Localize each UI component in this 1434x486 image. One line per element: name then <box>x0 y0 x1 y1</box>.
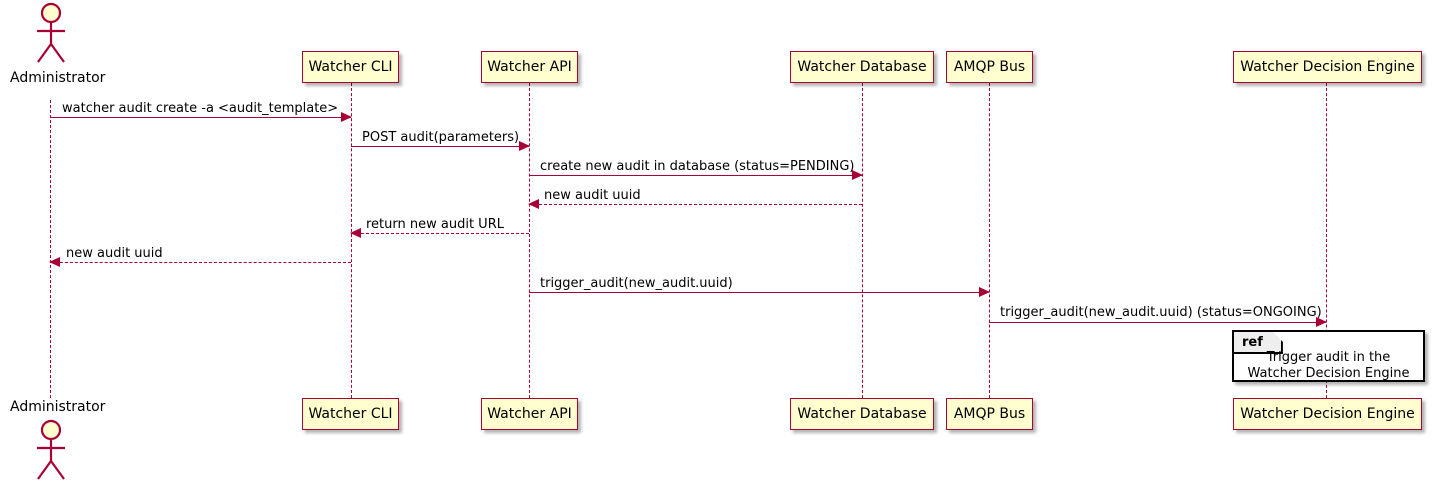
participant-amqp-bus-top[interactable]: AMQP Bus <box>946 51 1033 83</box>
message-label-trigger-audit-bus: trigger_audit(new_audit.uuid) <box>540 276 733 291</box>
participant-amqp-bus-bottom[interactable]: AMQP Bus <box>946 398 1033 430</box>
actor-label-administrator-bottom: Administrator <box>10 399 106 415</box>
arrowhead-right-icon <box>519 141 530 151</box>
ref-fragment-body: Trigger audit in the Watcher Decision En… <box>1234 349 1423 381</box>
message-line <box>50 262 351 263</box>
actor-administrator-top <box>28 2 74 64</box>
participant-label: Watcher CLI <box>308 406 393 422</box>
arrowhead-left-icon <box>350 228 361 238</box>
participant-decision-engine-bottom[interactable]: Watcher Decision Engine <box>1233 398 1422 430</box>
message-label-watcher-audit-create: watcher audit create -a <audit_template> <box>62 101 339 116</box>
arrowhead-right-icon <box>852 170 863 180</box>
arrowhead-left-icon <box>528 199 539 209</box>
participant-label: Watcher Database <box>797 59 927 75</box>
arrowhead-right-icon <box>1316 317 1327 327</box>
lifeline-amqp-bus <box>989 83 990 398</box>
participant-watcher-api-bottom[interactable]: Watcher API <box>481 398 578 430</box>
participant-label: AMQP Bus <box>953 59 1026 75</box>
stick-figure-icon <box>37 419 65 480</box>
participant-label: Watcher API <box>487 59 572 75</box>
message-line <box>529 175 862 176</box>
stick-figure-icon <box>37 2 65 63</box>
lifeline-administrator <box>50 100 51 398</box>
participant-label: AMQP Bus <box>953 406 1026 422</box>
lifeline-watcher-api <box>529 83 530 398</box>
participant-label: Watcher Decision Engine <box>1240 406 1415 422</box>
message-line <box>351 146 529 147</box>
lifeline-watcher-cli <box>351 83 352 398</box>
message-label-post-audit: POST audit(parameters) <box>362 130 520 145</box>
message-line <box>529 292 989 293</box>
arrowhead-left-icon <box>49 257 60 267</box>
ref-fragment[interactable]: ref Trigger audit in the Watcher Decisio… <box>1232 330 1425 382</box>
participant-decision-engine-top[interactable]: Watcher Decision Engine <box>1233 51 1422 83</box>
participant-label: Watcher API <box>487 406 572 422</box>
participant-watcher-cli-top[interactable]: Watcher CLI <box>302 51 399 83</box>
ref-fragment-tab: ref <box>1234 332 1283 354</box>
ref-fragment-tab-label: ref <box>1242 334 1263 350</box>
actor-administrator-bottom <box>28 419 74 481</box>
message-line <box>351 233 529 234</box>
arrowhead-right-icon <box>979 287 990 297</box>
ref-fragment-line-2: Watcher Decision Engine <box>1247 366 1410 381</box>
message-label-return-new-audit-url: return new audit URL <box>366 217 504 232</box>
arrowhead-right-icon <box>341 112 352 122</box>
message-line <box>529 204 862 205</box>
lifeline-decision-engine <box>1326 83 1327 398</box>
participant-watcher-cli-bottom[interactable]: Watcher CLI <box>302 398 399 430</box>
participant-watcher-database-top[interactable]: Watcher Database <box>790 51 934 83</box>
participant-watcher-database-bottom[interactable]: Watcher Database <box>790 398 934 430</box>
message-label-new-audit-uuid-cli: new audit uuid <box>66 246 163 261</box>
participant-label: Watcher CLI <box>308 59 393 75</box>
message-line <box>989 322 1326 323</box>
actor-label-administrator-top: Administrator <box>10 70 106 86</box>
participant-watcher-api-top[interactable]: Watcher API <box>481 51 578 83</box>
ref-fragment-line-1: Trigger audit in the <box>1266 349 1391 365</box>
message-label-create-new-audit: create new audit in database (status=PEN… <box>540 159 855 174</box>
message-line <box>50 117 351 118</box>
message-label-trigger-audit-engine: trigger_audit(new_audit.uuid) (status=ON… <box>1000 305 1322 320</box>
participant-label: Watcher Decision Engine <box>1240 59 1415 75</box>
participant-label: Watcher Database <box>797 406 927 422</box>
message-label-new-audit-uuid-db: new audit uuid <box>544 188 641 203</box>
lifeline-watcher-database <box>862 83 863 398</box>
